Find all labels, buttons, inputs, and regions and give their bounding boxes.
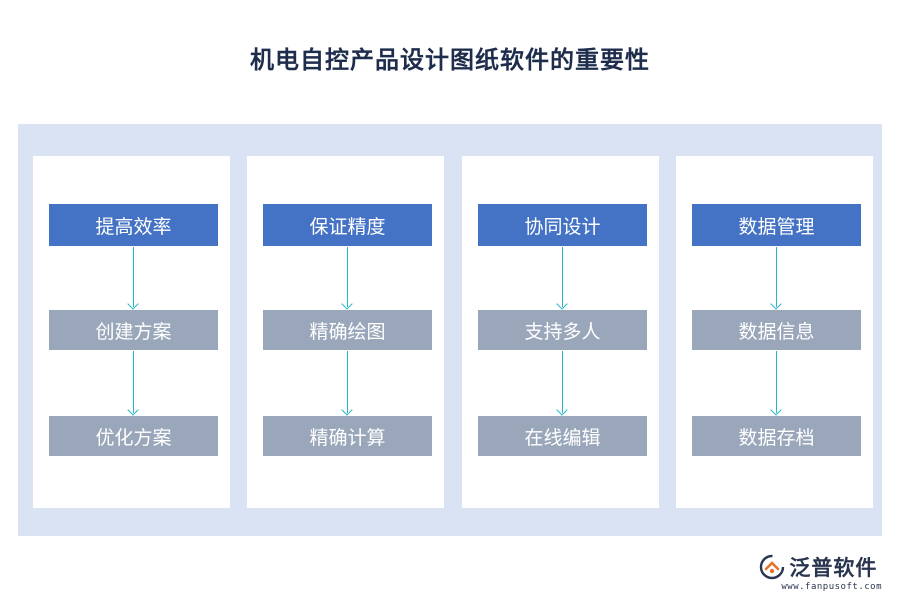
- brand-watermark: 泛普软件 www.fanpusoft.com: [759, 552, 882, 592]
- down-arrow: [776, 247, 777, 307]
- down-arrow: [347, 351, 348, 413]
- down-arrow: [133, 247, 134, 307]
- brand-logo-icon: [760, 554, 785, 580]
- page-title: 机电自控产品设计图纸软件的重要性: [250, 45, 650, 74]
- sub-box: 在线编辑: [478, 416, 647, 456]
- down-arrow: [133, 351, 134, 413]
- down-arrow: [776, 351, 777, 413]
- column-data-management: 数据管理 数据信息 数据存档: [676, 156, 873, 508]
- sub-box: 精确绘图: [263, 310, 432, 350]
- brand-name: 泛普软件: [789, 556, 878, 580]
- column-collaboration: 协同设计 支持多人 在线编辑: [462, 156, 659, 508]
- down-arrow: [347, 247, 348, 307]
- header-box: 数据管理: [692, 204, 861, 246]
- diagram-panel: 提高效率 创建方案 优化方案 保证精度 精确绘图 精确计算 协同设计 支持多人 …: [18, 124, 882, 536]
- sub-box: 精确计算: [263, 416, 432, 456]
- column-precision: 保证精度 精确绘图 精确计算: [247, 156, 444, 508]
- header-box: 协同设计: [478, 204, 647, 246]
- column-efficiency: 提高效率 创建方案 优化方案: [33, 156, 230, 508]
- sub-box: 数据信息: [692, 310, 861, 350]
- header-box: 提高效率: [49, 204, 218, 246]
- sub-box: 支持多人: [478, 310, 647, 350]
- sub-box: 优化方案: [49, 416, 218, 456]
- sub-box: 创建方案: [49, 310, 218, 350]
- down-arrow: [562, 351, 563, 413]
- brand-url: www.fanpusoft.com: [781, 582, 882, 592]
- sub-box: 数据存档: [692, 416, 861, 456]
- down-arrow: [562, 247, 563, 307]
- header-box: 保证精度: [263, 204, 432, 246]
